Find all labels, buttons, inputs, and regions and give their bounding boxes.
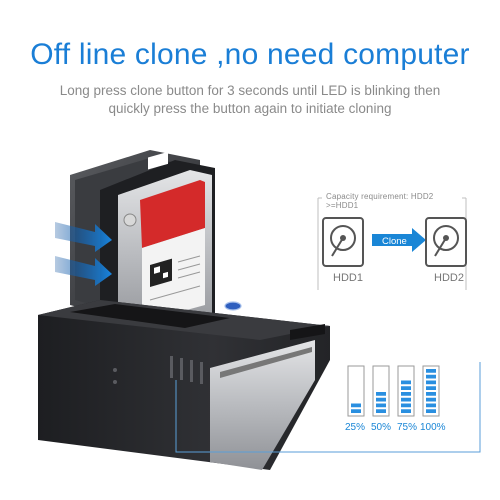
dock-body <box>38 300 330 470</box>
instructions-line-1: Long press clone button for 3 seconds un… <box>59 83 441 98</box>
progress-bar-segment <box>401 409 411 413</box>
progress-bar-segment <box>426 369 436 373</box>
progress-label-50: 50% <box>371 422 392 433</box>
progress-bar-frame <box>372 365 390 417</box>
progress-bar-segment <box>401 397 411 402</box>
hdd2-label: HDD2 <box>434 272 464 284</box>
hdd1-icon <box>322 217 364 267</box>
progress-bar-frame <box>347 365 365 417</box>
clone-button[interactable] <box>224 301 242 311</box>
drive-label-red <box>140 180 205 248</box>
progress-label-25: 25% <box>345 422 366 433</box>
led-indicators <box>113 356 203 384</box>
progress-bar-segment <box>426 386 436 390</box>
progress-bar-segment <box>426 409 436 413</box>
insert-arrow-icon <box>55 222 112 286</box>
progress-bar-segment <box>376 409 386 413</box>
clone-label: Clone <box>382 236 407 247</box>
progress-bar-segment <box>426 392 436 396</box>
progress-bar-segment <box>426 380 436 385</box>
progress-bar-segment <box>401 403 411 408</box>
instructions-text: Long press clone button for 3 seconds un… <box>30 82 470 118</box>
progress-bar-segment <box>426 374 436 379</box>
front-hard-drive <box>100 151 215 345</box>
capacity-requirement: Capacity requirement: HDD2 >=HDD1 <box>326 192 434 210</box>
progress-label-75: 75% <box>397 422 418 433</box>
progress-bar-segment <box>401 392 411 396</box>
progress-bar-segment <box>426 403 436 408</box>
headline: Off line clone ,no need computer <box>30 38 470 71</box>
progress-bar-segment <box>426 397 436 402</box>
drive-label-white <box>142 228 205 322</box>
led-callout-line <box>175 362 481 453</box>
progress-bar-frame <box>397 365 415 417</box>
clone-diagram <box>317 197 467 290</box>
progress-bar-segment <box>401 386 411 390</box>
instructions-line-2: quickly press the button again to initia… <box>108 101 392 116</box>
progress-bar-segment <box>351 409 361 413</box>
progress-label-100: 100% <box>420 422 446 433</box>
hdd2-icon <box>425 217 467 267</box>
hdd1-label: HDD1 <box>333 272 363 284</box>
clone-arrow-icon <box>372 228 426 252</box>
progress-bar-segment <box>401 380 411 385</box>
progress-bar-segment <box>376 397 386 402</box>
progress-bar-frame <box>422 365 440 417</box>
progress-bar-segment <box>376 403 386 408</box>
progress-bars <box>347 365 440 417</box>
progress-bar-segment <box>376 392 386 396</box>
progress-bar-segment <box>351 403 361 408</box>
